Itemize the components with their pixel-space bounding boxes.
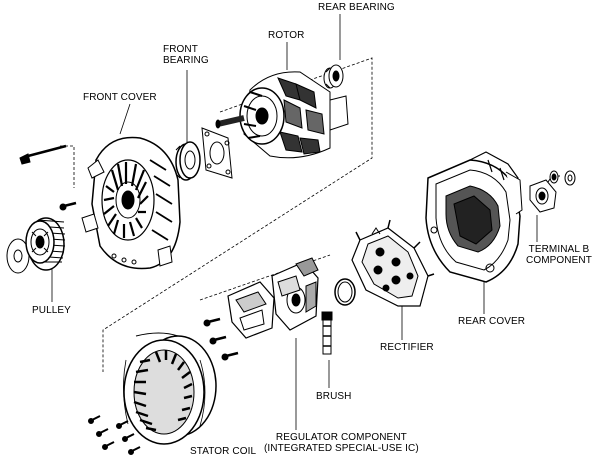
label-terminal-b-line1: TERMINAL B: [528, 244, 590, 255]
brush-part: [321, 311, 333, 355]
regulator-component-part: [227, 257, 319, 339]
label-pulley: PULLEY: [32, 305, 71, 316]
label-terminal-b: TERMINAL B COMPONENT: [526, 244, 592, 266]
rotor-part: [215, 71, 349, 159]
through-bolt-part: [19, 144, 67, 165]
small-screws: [59, 201, 239, 455]
label-front-bearing-line2: BEARING: [163, 55, 209, 66]
label-rectifier: RECTIFIER: [380, 342, 434, 353]
front-cover-part: [81, 136, 181, 270]
retainer-plate-part: [201, 127, 233, 179]
snap-ring-part: [334, 278, 356, 306]
label-rotor: ROTOR: [268, 30, 305, 41]
label-terminal-b-line2: COMPONENT: [526, 255, 592, 266]
label-rear-bearing: REAR BEARING: [318, 2, 395, 13]
label-brush: BRUSH: [316, 391, 352, 402]
label-front-bearing-line1: FRONT: [163, 44, 198, 55]
label-rear-cover: REAR COVER: [458, 316, 526, 327]
label-stator-coil: STATOR COIL: [190, 446, 257, 457]
rectifier-part: [351, 219, 435, 307]
rear-cover-part: [425, 151, 523, 283]
label-front-bearing: FRONT BEARING: [163, 44, 209, 66]
pulley-part: [25, 217, 66, 271]
label-regulator-line2: (INTEGRATED SPECIAL-USE IC): [264, 443, 419, 454]
rear-bearing-part: [323, 64, 344, 89]
stator-coil-part: [123, 332, 217, 445]
label-regulator-component: REGULATOR COMPONENT (INTEGRATED SPECIAL-…: [264, 432, 419, 454]
terminal-b-part: [529, 170, 576, 213]
label-regulator-line1: REGULATOR COMPONENT: [275, 432, 407, 443]
front-bearing-part: [175, 141, 201, 181]
label-front-cover: FRONT COVER: [83, 92, 157, 103]
